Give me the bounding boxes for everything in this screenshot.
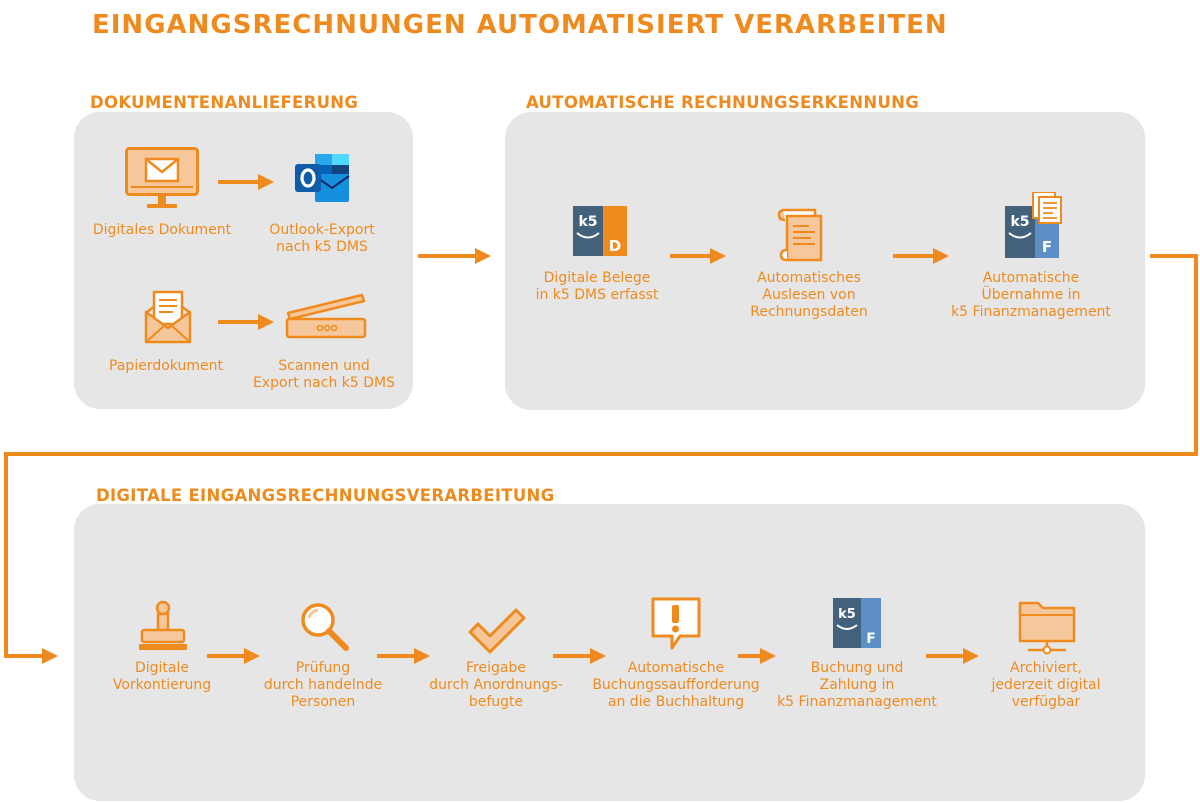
paper-envelope-icon bbox=[144, 290, 192, 344]
k5-finance-icon: k5 F bbox=[833, 598, 881, 648]
folder-network-icon bbox=[1018, 601, 1076, 655]
scanner-icon bbox=[285, 293, 367, 339]
magnifier-icon bbox=[301, 603, 349, 651]
checkmark-icon bbox=[468, 608, 526, 654]
section-title-recognition: AUTOMATISCHE RECHNUNGSERKENNUNG bbox=[526, 93, 920, 112]
k5-logo-text: k5 bbox=[578, 214, 597, 230]
stamp-icon bbox=[139, 600, 187, 650]
step-label-digital-doc: Digitales Dokument bbox=[92, 222, 232, 238]
k5-dms-icon: k5 D bbox=[573, 206, 627, 256]
monitor-mail-icon bbox=[125, 147, 199, 208]
k5-finance-docs-icon: k5 F bbox=[1005, 192, 1062, 258]
dms-letter: D bbox=[609, 237, 621, 255]
step-label-paper-doc: Papierdokument bbox=[109, 358, 223, 374]
outlook-icon bbox=[295, 154, 350, 202]
section-title-delivery: DOKUMENTENANLIEFERUNG bbox=[90, 93, 359, 112]
panel-rechnungserkennung bbox=[505, 112, 1145, 410]
connector-recognition-to-processing bbox=[4, 254, 1198, 664]
scroll-document-icon bbox=[777, 208, 823, 262]
k5-logo-text: k5 bbox=[1010, 214, 1029, 230]
finance-letter: F bbox=[1042, 238, 1052, 256]
k5-logo-text: k5 bbox=[838, 607, 856, 622]
finance-letter: F bbox=[866, 631, 876, 647]
alert-bubble-icon bbox=[651, 597, 701, 650]
section-title-processing: DIGITALE EINGANGSRECHNUNGSVERARBEITUNG bbox=[96, 486, 555, 505]
page-title: EINGANGSRECHNUNGEN AUTOMATISIERT VERARBE… bbox=[92, 10, 948, 40]
